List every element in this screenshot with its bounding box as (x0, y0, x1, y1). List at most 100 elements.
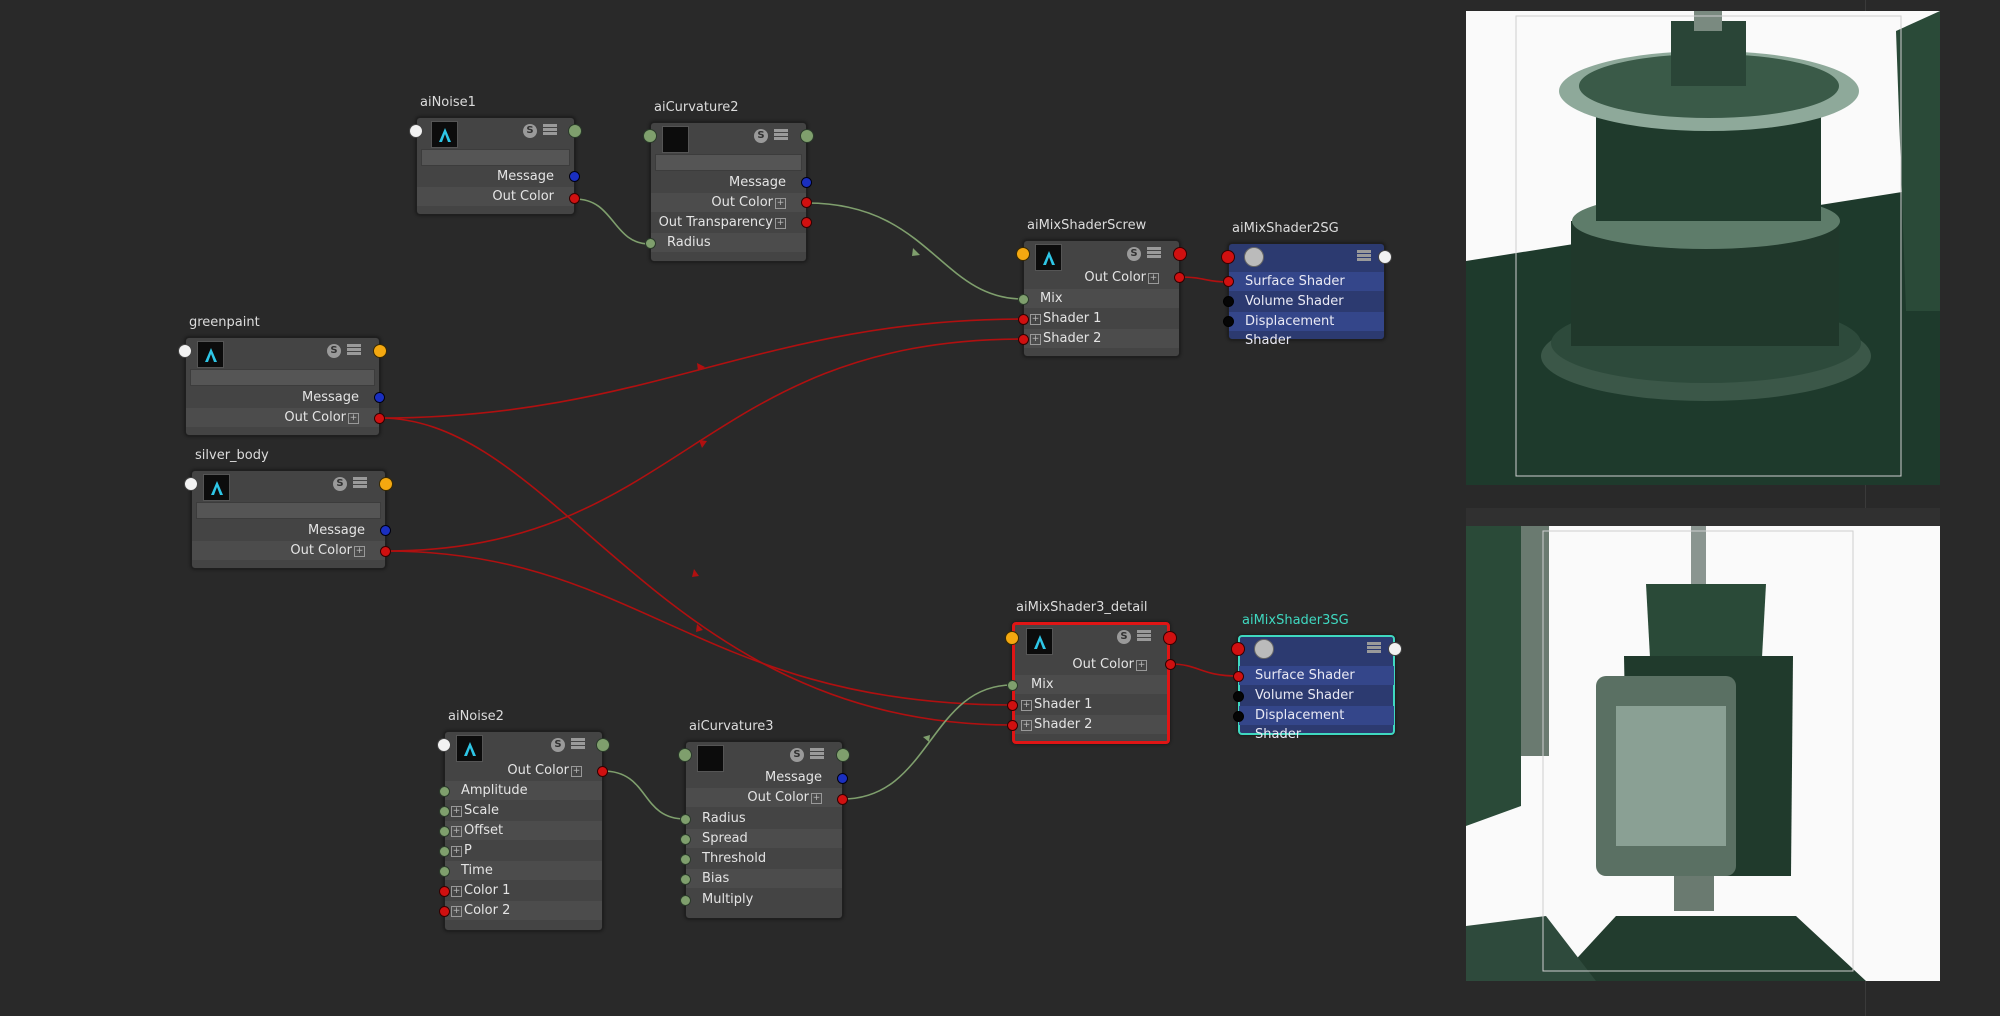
node-aimixshaderscrew[interactable]: aiMixShaderScrew S Out Color+ Mix +Shade… (1016, 218, 1187, 357)
out-transparency-port[interactable] (801, 217, 812, 228)
attribute-list-icon[interactable] (774, 128, 788, 144)
displacement-shader-port[interactable] (1223, 316, 1234, 327)
expand-icon[interactable]: + (571, 766, 582, 777)
attribute-list-icon[interactable] (1367, 641, 1381, 657)
color-1-port[interactable] (439, 886, 450, 897)
expand-icon[interactable]: + (354, 546, 365, 557)
swatch-toggle-icon[interactable]: S (523, 124, 537, 138)
shader-1-port[interactable] (1007, 700, 1018, 711)
wire-greenpaint-to-mixscrew-shader1[interactable] (379, 318, 1024, 419)
volume-shader-port[interactable] (1223, 296, 1234, 307)
output-port[interactable] (1378, 250, 1392, 264)
amplitude-port[interactable] (439, 786, 450, 797)
mix-port[interactable] (1018, 294, 1029, 305)
attribute-list-icon[interactable] (1137, 629, 1151, 645)
wire-silverbody-to-mixscrew-shader2[interactable] (385, 338, 1024, 552)
radius-port[interactable] (680, 814, 691, 825)
out-color-port[interactable] (801, 197, 812, 208)
out-color-port[interactable] (1165, 659, 1176, 670)
expand-icon[interactable]: + (1021, 700, 1032, 711)
swatch-toggle-icon[interactable]: S (754, 129, 768, 143)
wire-mixscrew-to-2sg[interactable] (1179, 276, 1229, 283)
expand-icon[interactable]: + (451, 906, 462, 917)
shader-2-port[interactable] (1018, 334, 1029, 345)
output-port[interactable] (836, 748, 850, 762)
attribute-list-icon[interactable] (571, 737, 585, 753)
expand-icon[interactable]: + (1030, 314, 1041, 325)
threshold-port[interactable] (680, 854, 691, 865)
message-port[interactable] (569, 171, 580, 182)
wire-silverbody-to-detail-shader1[interactable] (385, 550, 1013, 706)
node-aimixshader2sg[interactable]: aiMixShader2SG Surface Shader Volume Sha… (1221, 221, 1392, 348)
shader-2-port[interactable] (1007, 720, 1018, 731)
expand-icon[interactable]: + (451, 826, 462, 837)
mix-port[interactable] (1007, 680, 1018, 691)
input-port[interactable] (1231, 642, 1245, 656)
expand-icon[interactable]: + (1136, 660, 1147, 671)
out-color-port[interactable] (597, 766, 608, 777)
output-port[interactable] (1173, 247, 1187, 261)
input-port[interactable] (437, 738, 451, 752)
node-name-field[interactable] (421, 149, 570, 166)
time-port[interactable] (439, 866, 450, 877)
attribute-list-icon[interactable] (1147, 246, 1161, 262)
expand-icon[interactable]: + (1030, 334, 1041, 345)
node-ainoise1[interactable]: aiNoise1 S Message Out Color (409, 95, 582, 215)
output-port[interactable] (373, 344, 387, 358)
out-color-port[interactable] (380, 546, 391, 557)
expand-icon[interactable]: + (451, 886, 462, 897)
node-name-field[interactable] (196, 502, 381, 519)
node-aimixshader3-detail[interactable]: aiMixShader3_detail S Out Color+ Mix +Sh… (1005, 600, 1177, 744)
out-color-port[interactable] (569, 193, 580, 204)
output-port[interactable] (596, 738, 610, 752)
input-port[interactable] (1221, 250, 1235, 264)
output-port[interactable] (568, 124, 582, 138)
attribute-list-icon[interactable] (810, 747, 824, 763)
attribute-list-icon[interactable] (353, 476, 367, 492)
swatch-toggle-icon[interactable]: S (1117, 630, 1131, 644)
surface-shader-port[interactable] (1223, 276, 1234, 287)
output-port[interactable] (379, 477, 393, 491)
volume-shader-port[interactable] (1233, 691, 1244, 702)
swatch-toggle-icon[interactable]: S (1127, 247, 1141, 261)
message-port[interactable] (837, 773, 848, 784)
expand-icon[interactable]: + (811, 793, 822, 804)
swatch-toggle-icon[interactable]: S (333, 477, 347, 491)
out-color-port[interactable] (837, 794, 848, 805)
input-port[interactable] (1016, 247, 1030, 261)
swatch-toggle-icon[interactable]: S (327, 344, 341, 358)
node-name-field[interactable] (655, 154, 802, 171)
swatch-toggle-icon[interactable]: S (551, 738, 565, 752)
expand-icon[interactable]: + (1148, 273, 1159, 284)
expand-icon[interactable]: + (775, 218, 786, 229)
attribute-list-icon[interactable] (543, 123, 557, 139)
expand-icon[interactable]: + (775, 198, 786, 209)
attribute-list-icon[interactable] (347, 343, 361, 359)
wire-noise1-to-curvature2-radius[interactable] (574, 198, 651, 245)
input-port[interactable] (643, 129, 657, 143)
input-port[interactable] (178, 344, 192, 358)
wire-curvature2-to-mixscrew-mix[interactable] (806, 202, 1024, 300)
expand-icon[interactable]: + (451, 806, 462, 817)
p-port[interactable] (439, 846, 450, 857)
swatch-toggle-icon[interactable]: S (790, 748, 804, 762)
input-port[interactable] (409, 124, 423, 138)
shader-1-port[interactable] (1018, 314, 1029, 325)
message-port[interactable] (801, 177, 812, 188)
attribute-list-icon[interactable] (1357, 249, 1371, 265)
displacement-shader-port[interactable] (1233, 711, 1244, 722)
expand-icon[interactable]: + (451, 846, 462, 857)
wire-noise2-to-curvature3-radius[interactable] (602, 770, 686, 820)
wire-greenpaint-to-detail-shader2[interactable] (379, 417, 1013, 726)
expand-icon[interactable]: + (1021, 720, 1032, 731)
wire-curvature3-to-detail-mix[interactable] (842, 684, 1013, 800)
output-port[interactable] (1388, 642, 1402, 656)
output-port[interactable] (1163, 631, 1177, 645)
input-port[interactable] (1005, 631, 1019, 645)
node-greenpaint[interactable]: greenpaint S Message Out Color+ (178, 315, 387, 436)
node-name-field[interactable] (190, 369, 375, 386)
bias-port[interactable] (680, 874, 691, 885)
out-color-port[interactable] (1174, 272, 1185, 283)
input-port[interactable] (678, 748, 692, 762)
scale-port[interactable] (439, 806, 450, 817)
